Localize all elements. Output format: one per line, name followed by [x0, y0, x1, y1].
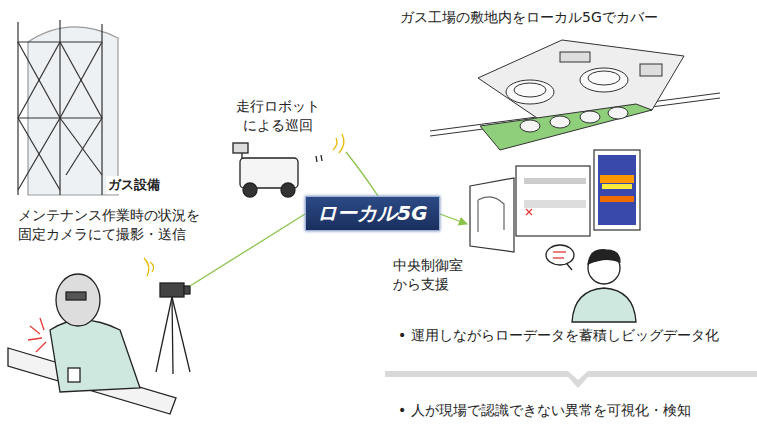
label-text: • 人が現場で認識できない異常を可視化・検知 — [398, 401, 691, 420]
label-text: メンテナンス作業時の状況を 固定カメラにて撮影・送信 — [18, 206, 200, 244]
patrol-robot — [233, 134, 344, 197]
divider-arrow — [385, 371, 757, 388]
label-text: 中央制御室 から支援 — [393, 256, 463, 294]
radio-link — [440, 214, 467, 224]
label-text: ガス設備 — [106, 176, 162, 194]
radio-link — [190, 214, 305, 286]
network-box: ローカル5G — [305, 196, 440, 231]
operator-figure — [546, 245, 636, 322]
node-label: ローカル5G — [317, 200, 427, 227]
label-text: • 運用しながらローデータを蓄積しビッグデータ化 — [398, 326, 719, 345]
label-text: 走行ロボット による巡回 — [236, 97, 320, 135]
radio-link — [346, 152, 378, 196]
welder-figure — [8, 274, 176, 414]
fixed-camera — [144, 258, 190, 374]
gas-tank — [18, 20, 118, 195]
monitor-screens — [470, 150, 640, 252]
label-text: ガス工場の敷地内をローカル5Gでカバー — [400, 8, 658, 27]
gas-plant — [430, 40, 720, 150]
